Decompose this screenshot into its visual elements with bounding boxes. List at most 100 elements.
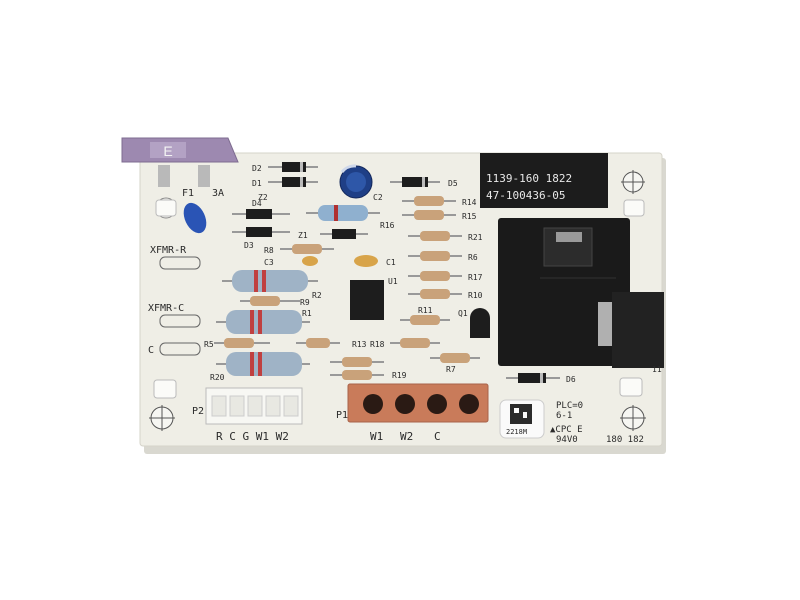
resistor-r6 <box>408 251 462 261</box>
relay <box>498 218 664 368</box>
d5-label: D5 <box>448 179 458 188</box>
diode-d2 <box>268 162 318 172</box>
connector-p2 <box>205 387 303 425</box>
transistor-q1 <box>470 308 490 338</box>
mount-hole-tr <box>621 170 645 194</box>
d3-label: D3 <box>244 241 254 250</box>
blade-fuse: E <box>121 137 239 187</box>
corner-code: 180 182 <box>606 435 644 445</box>
part-number-label <box>480 153 608 208</box>
resistor-r3 <box>330 357 384 367</box>
r15-label: R15 <box>462 212 477 221</box>
resistor-r16 <box>306 205 380 221</box>
flammability-rating: 94V0 <box>556 435 578 445</box>
r19-label: R19 <box>392 371 407 380</box>
resistor-r14 <box>402 196 456 206</box>
d4-label: D4 <box>252 199 262 208</box>
xfmr-c-terminal <box>159 314 201 328</box>
r17-label: R17 <box>468 273 483 282</box>
resistor-r15 <box>402 210 456 220</box>
plc-marking: PLC=0 <box>556 401 583 411</box>
resistor-r7 <box>430 353 480 363</box>
d1-label: D1 <box>252 179 262 188</box>
cpc-marking: ▲CPC E <box>550 425 583 435</box>
blue-capacitor <box>183 202 207 234</box>
fuse-letter: E <box>163 143 172 159</box>
c1-label: C1 <box>386 258 396 267</box>
standoff-tr <box>623 199 645 217</box>
d6-label: D6 <box>566 375 576 384</box>
resistor-r11 <box>400 315 450 325</box>
r9-label: R9 <box>300 298 310 307</box>
r1-label: R1 <box>302 309 312 318</box>
standoff-tl <box>155 199 177 217</box>
resistor-r8 <box>280 244 334 254</box>
standoff-bl <box>153 379 177 399</box>
fuse-ref-label: F1 <box>182 188 194 199</box>
z1-label: Z1 <box>298 231 308 240</box>
power-resistor-r1 <box>216 310 310 334</box>
resistor-r17 <box>408 271 462 281</box>
ic-u1 <box>350 280 384 320</box>
power-resistor-r20 <box>216 352 310 376</box>
r8-label: R8 <box>264 246 274 255</box>
capacitor-c3 <box>302 256 318 266</box>
resistor-r18 <box>390 338 440 348</box>
xfmr-c-label: XFMR-C <box>148 303 184 314</box>
diode-d5 <box>390 177 440 187</box>
resistor-r19 <box>330 370 384 380</box>
r5-label: R5 <box>204 340 214 349</box>
d2-label: D2 <box>252 164 262 173</box>
p1-c-label: C <box>434 430 441 443</box>
relay-pin-label: 11 <box>652 365 662 374</box>
mount-hole-bl <box>149 405 175 431</box>
p2-pin-labels: R C G W1 W2 <box>216 430 289 443</box>
resistor-r5 <box>214 338 270 348</box>
r18-label: R18 <box>370 340 385 349</box>
xfmr-r-label: XFMR-R <box>150 245 187 256</box>
capacitor-c1 <box>354 255 378 267</box>
r20-label: R20 <box>210 373 225 382</box>
xfmr-r-terminal <box>159 256 201 270</box>
zener-z1 <box>320 229 368 239</box>
diode-d4 <box>232 209 290 219</box>
resistor-r13 <box>296 338 340 348</box>
plc-sub-marking: 6-1 <box>556 411 572 421</box>
standoff-br <box>619 377 643 397</box>
diode-d6 <box>506 373 560 383</box>
resistor-r10 <box>408 289 462 299</box>
r10-label: R10 <box>468 291 483 300</box>
z2-label: Z2 <box>258 193 268 202</box>
electrolytic-capacitor-c2 <box>339 164 373 199</box>
datecode-text: 2218M <box>506 428 527 436</box>
r21-label: R21 <box>468 233 483 242</box>
r7-label: R7 <box>446 365 456 374</box>
fuse-rating-label: 3A <box>212 188 224 199</box>
diode-d3 <box>232 227 290 237</box>
part-number-line1: 1139-160 1822 <box>486 172 572 185</box>
q1-label: Q1 <box>458 309 468 318</box>
r16-label: R16 <box>380 221 395 230</box>
r14-label: R14 <box>462 198 477 207</box>
datecode-sticker <box>499 399 545 439</box>
r11-label: R11 <box>418 306 433 315</box>
p1-label: P1 <box>336 410 348 421</box>
part-number-line2: 47-100436-05 <box>486 189 565 202</box>
r2-label: R2 <box>312 291 322 300</box>
c-terminal <box>159 342 201 356</box>
p2-label: P2 <box>192 406 204 417</box>
c-terminal-label: C <box>148 345 154 356</box>
mount-hole-br <box>620 405 646 431</box>
p1-w2-label: W2 <box>400 430 413 443</box>
r6-label: R6 <box>468 253 478 262</box>
u1-label: U1 <box>388 277 398 286</box>
power-resistor-r2 <box>222 270 318 292</box>
p1-w1-label: W1 <box>370 430 383 443</box>
resistor-r21 <box>408 231 462 241</box>
c2-label: C2 <box>373 193 383 202</box>
resistor-r9 <box>240 296 300 306</box>
diode-d1 <box>268 177 318 187</box>
connector-p1 <box>347 383 489 423</box>
